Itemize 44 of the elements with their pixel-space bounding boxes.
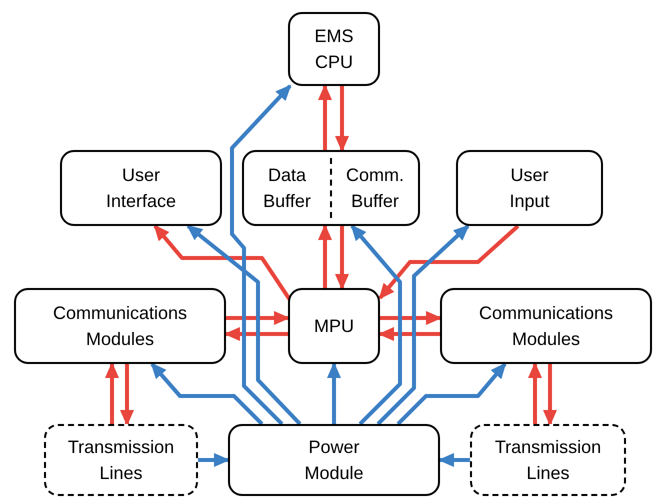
arrow: [380, 311, 442, 325]
arrow: [153, 224, 292, 302]
box-label: EMS CPU: [313, 25, 354, 74]
arrow: [120, 364, 134, 426]
arrow: [528, 362, 542, 424]
arrow: [396, 362, 507, 426]
arrow: [318, 84, 332, 150]
box-label: Transmission Lines: [494, 436, 602, 485]
arrow: [378, 327, 440, 341]
arrow: [105, 362, 119, 424]
arrow: [543, 364, 557, 426]
arrow: [230, 84, 292, 426]
box-label: MPU: [313, 315, 355, 338]
arrow: [150, 362, 264, 426]
box-label: Data Buffer: [262, 164, 312, 213]
process-box: [470, 424, 626, 496]
arrow: [224, 327, 288, 341]
arrow: [318, 224, 332, 288]
arrow: [186, 224, 302, 426]
process-box: [440, 288, 652, 364]
process-box: [228, 424, 440, 496]
arrow: [335, 226, 349, 290]
arrow: [226, 311, 290, 325]
box-label: User Input: [508, 164, 551, 213]
arrow: [378, 224, 520, 300]
arrow: [327, 362, 341, 424]
arrow: [335, 86, 349, 152]
process-box: [242, 150, 420, 226]
box-label: Transmission Lines: [66, 436, 176, 485]
box-label: Communications Modules: [52, 302, 188, 351]
box-label: Communications Modules: [478, 302, 614, 351]
box-label: Power Module: [303, 436, 365, 485]
process-box: [456, 150, 603, 226]
process-box: [60, 150, 222, 226]
arrow: [350, 224, 402, 426]
arrow: [376, 224, 470, 426]
process-box: [288, 12, 380, 86]
process-box: [44, 424, 198, 496]
box-label: User Interface: [104, 164, 178, 213]
process-box: [14, 288, 226, 364]
arrow: [198, 453, 230, 467]
box-label: Comm. Buffer: [345, 164, 405, 213]
process-box: [288, 288, 380, 364]
arrow: [438, 453, 470, 467]
